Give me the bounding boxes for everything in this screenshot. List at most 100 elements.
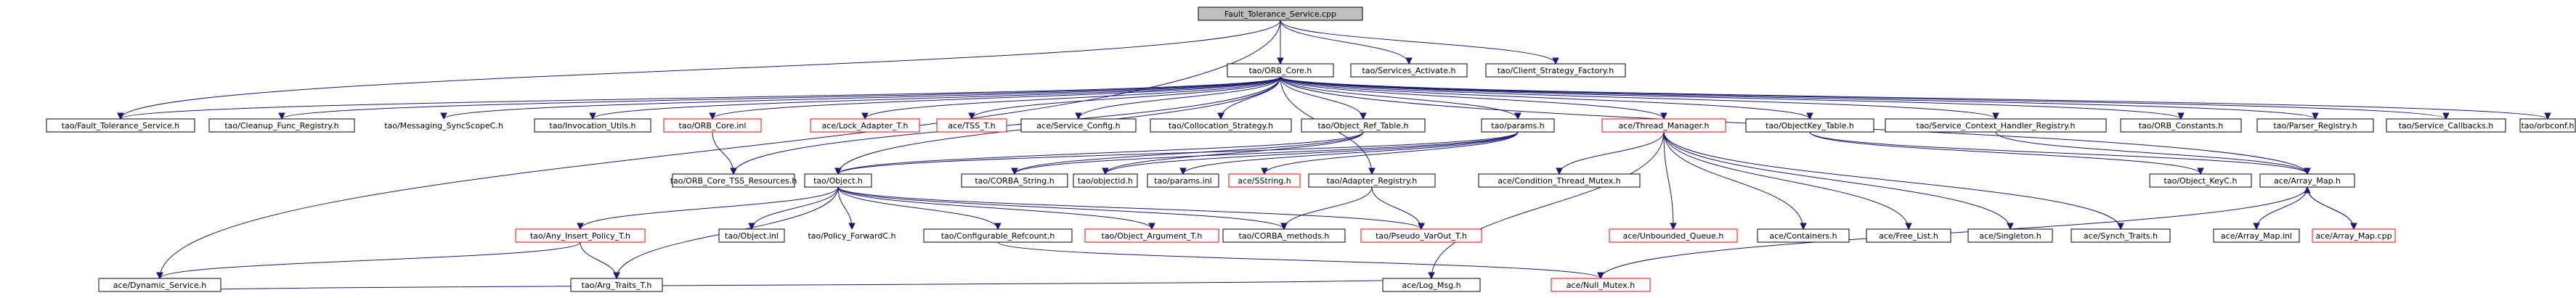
node-label: tao/Fault_Tolerance_Service.h: [62, 121, 179, 131]
node-sstring[interactable]: ace/SString.h: [1228, 173, 1301, 188]
node-singleton[interactable]: ace/Singleton.h: [1967, 228, 2053, 243]
node-box: [1609, 228, 1738, 243]
node-service-config[interactable]: ace/Service_Config.h: [1020, 118, 1137, 133]
node-label: tao/params.inl: [1154, 176, 1212, 186]
node-condition-thread-mutex[interactable]: ace/Condition_Thread_Mutex.h: [1478, 173, 1641, 188]
node-box: [2519, 118, 2576, 133]
node-arg-traits[interactable]: tao/Arg_Traits_T.h: [570, 278, 663, 292]
node-label: ace/Array_Map.inl: [2221, 231, 2292, 241]
node-objectkey-table[interactable]: tao/ObjectKey_Table.h: [1745, 118, 1874, 133]
node-dynamic-service[interactable]: ace/Dynamic_Service.h: [98, 278, 222, 292]
node-thread-manager[interactable]: ace/Thread_Manager.h: [1601, 118, 1726, 133]
edge-orb_core-to-lock_adapter: [864, 76, 1281, 120]
node-orb-constants[interactable]: tao/ORB_Constants.h: [2120, 118, 2242, 133]
arrowhead-params_h-to-object_h: [834, 167, 842, 175]
node-orb-core[interactable]: tao/ORB_Core.h: [1227, 63, 1334, 78]
node-box: [2386, 118, 2506, 133]
node-tss-resources[interactable]: tao/ORB_Core_TSS_Resources.h: [670, 173, 797, 188]
node-service-callbacks[interactable]: tao/Service_Callbacks.h: [2386, 118, 2506, 133]
node-tss-t[interactable]: ace/TSS_T.h: [936, 118, 1007, 133]
arrowhead-root-to-services_activate: [1405, 57, 1413, 65]
node-box: [1478, 173, 1641, 188]
node-objectid[interactable]: tao/objectid.h: [1073, 173, 1138, 188]
node-collocation[interactable]: tao/Collocation_Strategy.h: [1150, 118, 1292, 133]
node-lock-adapter[interactable]: ace/Lock_Adapter_T.h: [810, 118, 920, 133]
node-ft-service[interactable]: tao/Fault_Tolerance_Service.h: [46, 118, 195, 133]
node-root[interactable]: Fault_Tolerance_Service.cpp: [1198, 7, 1363, 21]
node-box: [2256, 118, 2374, 133]
node-box: [1885, 118, 2107, 133]
node-corba-methods[interactable]: tao/CORBA_methods.h: [1222, 228, 1346, 243]
arrowhead-array_map-to-array_map_inl: [2253, 223, 2260, 231]
node-label: tao/ObjectKey_Table.h: [1766, 121, 1854, 131]
node-box: [1222, 228, 1346, 243]
node-params-inl[interactable]: tao/params.inl: [1147, 173, 1219, 188]
node-object-ref-table[interactable]: tao/Object_Ref_Table.h: [1301, 118, 1426, 133]
node-invocation[interactable]: tao/Invocation_Utils.h: [534, 118, 651, 133]
node-label: ace/Free_List.h: [1879, 231, 1938, 241]
node-orbconf[interactable]: tao/orbconf.h: [2519, 118, 2576, 133]
node-label: tao/Collocation_Strategy.h: [1169, 121, 1273, 131]
edge-orb_core-to-orb_core_inl: [712, 76, 1281, 120]
arrowhead-root-to-orb_core: [1277, 57, 1284, 65]
node-object-inl[interactable]: tao/Object.inl: [718, 228, 785, 243]
node-pseudo-varout[interactable]: tao/Pseudo_VarOut_T.h: [1360, 228, 1482, 243]
node-object-argument[interactable]: tao/Object_Argument_T.h: [1084, 228, 1219, 243]
node-label: tao/Object.inl: [725, 231, 779, 241]
edge-thread_manager-to-containers: [1663, 131, 1804, 230]
edge-root-to-client_strategy: [1280, 20, 1556, 65]
node-configurable-refcount[interactable]: tao/Configurable_Refcount.h: [923, 228, 1073, 243]
node-label: tao/CORBA_String.h: [975, 176, 1054, 186]
node-synch-traits[interactable]: ace/Synch_Traits.h: [2071, 228, 2171, 243]
node-box: [1382, 278, 1481, 292]
arrowhead-object_h-to-configurable_refcount: [994, 223, 1001, 231]
node-label: ace/Array_Map.h: [2274, 176, 2341, 186]
edge-orb_core-to-service_context: [1280, 76, 1996, 120]
edge-orb_core-to-thread_manager: [1280, 76, 1665, 120]
node-label: ace/Lock_Adapter_T.h: [822, 121, 909, 131]
edge-object_h-to-object_argument: [837, 186, 1153, 230]
node-label: tao/Parser_Registry.h: [2273, 121, 2357, 131]
arrowhead-orb_core-to-service_config: [1075, 112, 1082, 120]
node-array-map-cpp[interactable]: ace/Array_Map.cpp: [2312, 228, 2396, 243]
node-log-msg[interactable]: ace/Log_Msg.h: [1382, 278, 1481, 292]
node-corba-string[interactable]: tao/CORBA_String.h: [961, 173, 1068, 188]
edge-orb_core_inl-to-tss_resources: [712, 131, 734, 175]
node-parser-registry[interactable]: tao/Parser_Registry.h: [2256, 118, 2374, 133]
node-label: tao/CORBA_methods.h: [1239, 231, 1330, 241]
node-free-list[interactable]: ace/Free_List.h: [1866, 228, 1951, 243]
node-object-keyc[interactable]: tao/Object_KeyC.h: [2149, 173, 2252, 188]
node-params-h[interactable]: tao/params.h: [1481, 118, 1555, 133]
node-object-h[interactable]: tao/Object.h: [804, 173, 872, 188]
node-box: [810, 118, 920, 133]
arrowhead-orb_core-to-cleanup: [278, 112, 285, 120]
node-services-activate[interactable]: tao/Services_Activate.h: [1350, 63, 1468, 78]
node-cleanup[interactable]: tao/Cleanup_Func_Registry.h: [208, 118, 355, 133]
node-policy-forwardc[interactable]: tao/Policy_ForwardC.h: [799, 229, 905, 242]
node-containers[interactable]: ace/Containers.h: [1757, 228, 1850, 243]
node-array-map-inl[interactable]: ace/Array_Map.inl: [2213, 228, 2300, 243]
node-adapter-registry[interactable]: tao/Adapter_Registry.h: [1308, 173, 1436, 188]
node-box: [1551, 278, 1651, 292]
edge-orb_core-to-cleanup: [281, 76, 1281, 120]
node-orb-core-inl[interactable]: tao/ORB_Core.inl: [663, 118, 762, 133]
node-client-strategy[interactable]: tao/Client_Strategy_Factory.h: [1485, 63, 1626, 78]
node-messaging[interactable]: tao/Messaging_SyncScopeC.h: [367, 119, 520, 132]
node-null-mutex[interactable]: ace/Null_Mutex.h: [1551, 278, 1651, 292]
edge-dynamic_service-to-log_msg: [159, 278, 1432, 292]
edge-adapter_registry-to-pseudo_varout: [1371, 186, 1422, 230]
node-service-context[interactable]: tao/Service_Context_Handler_Registry.h: [1885, 118, 2107, 133]
node-label: tao/Configurable_Refcount.h: [941, 231, 1055, 241]
node-array-map[interactable]: ace/Array_Map.h: [2259, 173, 2355, 188]
arrowhead-params_h-to-params_inl: [1179, 167, 1187, 175]
node-box: [367, 119, 520, 132]
edge-root-to-dynamic_service: [159, 20, 1281, 279]
node-label: tao/Arg_Traits_T.h: [582, 281, 652, 290]
node-any-insert[interactable]: tao/Any_Insert_Policy_T.h: [515, 228, 646, 243]
node-box: [718, 228, 785, 243]
node-box: [1485, 63, 1626, 78]
edge-object_h-to-pseudo_varout: [837, 186, 1422, 230]
node-box: [534, 118, 651, 133]
node-label: tao/ORB_Core.inl: [679, 121, 747, 131]
node-unbounded-queue[interactable]: ace/Unbounded_Queue.h: [1609, 228, 1738, 243]
